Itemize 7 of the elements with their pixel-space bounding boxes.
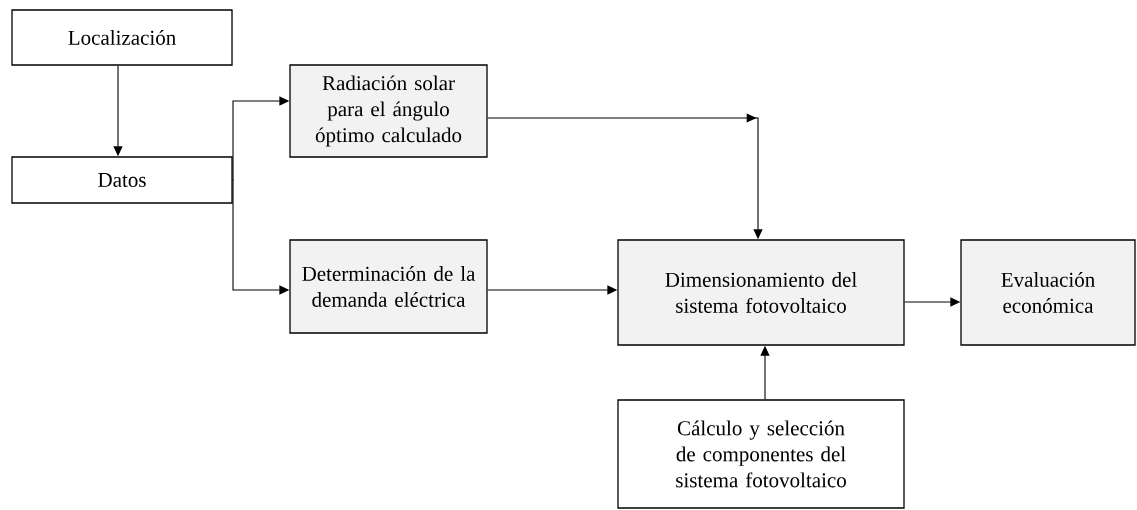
process-box: Evaluación económica (960, 239, 1136, 346)
process-box: Dimensionamiento del sistema fotovoltaico (617, 239, 905, 346)
process-box: Radiación solar para el ángulo óptimo calculado (289, 64, 488, 158)
process-box: Datos (11, 156, 233, 204)
process-box: Cálculo y selección de componentes del sistema fotovoltaico (617, 399, 905, 509)
process-box: Localización (11, 9, 233, 66)
process-box: Determinación de la demanda eléctrica (289, 239, 488, 334)
